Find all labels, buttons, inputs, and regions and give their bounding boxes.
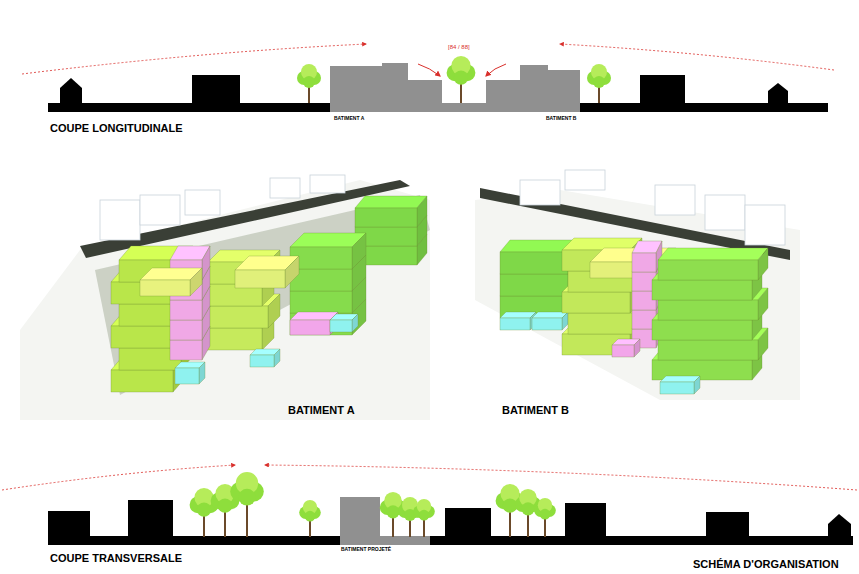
existing-building <box>270 178 300 198</box>
existing-building <box>565 170 605 190</box>
slab-front <box>500 274 568 296</box>
building-title: BATIMENT A <box>288 404 355 416</box>
slab-front <box>660 382 694 394</box>
tree-crown <box>419 510 430 521</box>
slab-front <box>612 345 634 357</box>
slab-top <box>500 312 536 318</box>
slab-front <box>290 247 352 269</box>
longitudinal-section <box>22 44 834 112</box>
existing-building <box>705 195 745 230</box>
existing-building <box>185 190 220 215</box>
slab-front <box>562 292 630 313</box>
transversal-section <box>2 465 857 545</box>
slab-side <box>190 268 202 296</box>
slab-front <box>290 320 330 335</box>
existing-building <box>310 175 345 193</box>
slab-front <box>170 320 202 340</box>
slab-front <box>330 320 352 332</box>
tree-crown <box>197 502 211 516</box>
tree-crown <box>386 505 399 518</box>
slab-front <box>290 269 352 291</box>
slab-front <box>208 306 268 328</box>
slab-front <box>532 318 562 330</box>
slab-top <box>658 248 768 260</box>
slab-front <box>652 320 752 340</box>
slab-side <box>285 256 299 288</box>
existing-building <box>100 200 140 240</box>
slab-front <box>658 300 758 320</box>
slab-side <box>268 294 280 328</box>
slab-front <box>568 313 636 334</box>
existing-building <box>140 195 180 225</box>
slab-front <box>500 252 568 274</box>
slab-front <box>652 280 752 300</box>
slab-front <box>111 370 173 392</box>
callout-number: [84 / 88] <box>448 44 470 51</box>
slab-side <box>352 233 366 269</box>
slab-front <box>170 300 202 320</box>
section-title: COUPE TRANSVERSALE <box>50 552 182 564</box>
tree-crown <box>521 502 534 515</box>
slab-front <box>658 340 758 360</box>
existing-building <box>520 180 560 205</box>
tree-crown <box>540 509 551 520</box>
building-b-massing <box>475 170 800 400</box>
building-tag: BATIMENT A <box>334 116 364 122</box>
slab-front <box>235 270 285 288</box>
slab-front <box>140 280 190 296</box>
slab-front <box>290 291 352 313</box>
building-title: BATIMENT B <box>502 404 569 416</box>
existing-building <box>655 185 695 215</box>
slab-front <box>111 326 173 348</box>
slab-side <box>562 312 568 330</box>
site-grass <box>95 195 430 395</box>
slab-side <box>274 349 280 367</box>
slab-top <box>290 312 338 320</box>
slab-front <box>500 318 530 330</box>
slab-side <box>417 196 427 227</box>
slab-side <box>352 314 358 332</box>
tree-crown <box>454 70 468 84</box>
tree-crown <box>593 76 605 88</box>
slab-front <box>658 260 758 280</box>
slab-front <box>170 340 202 360</box>
slab-top <box>355 196 427 208</box>
slab-front <box>355 208 417 227</box>
slab-side <box>758 248 768 280</box>
tree-crown <box>218 498 232 512</box>
existing-building <box>745 205 785 245</box>
slab-top <box>660 376 700 382</box>
sheet-title: SCHÉMA D'ORGANISATION <box>693 558 839 570</box>
slab-front <box>202 328 262 350</box>
building-a-massing <box>20 175 430 420</box>
tree-crown <box>305 511 316 522</box>
slab-front <box>250 355 274 367</box>
tree-crown <box>239 489 256 506</box>
slab-side <box>694 376 700 394</box>
slab-front <box>175 368 199 384</box>
section-title: COUPE LONGITUDINALE <box>50 122 183 134</box>
slab-side <box>758 288 768 320</box>
slab-side <box>758 328 768 360</box>
tree-crown <box>303 76 315 88</box>
slab-side <box>199 362 205 384</box>
building-tag: BATIMENT B <box>546 116 576 122</box>
slab-side <box>634 339 640 357</box>
slab-front <box>632 253 656 272</box>
slab-side <box>202 246 210 280</box>
site-ground <box>20 180 430 420</box>
building-tag: BATIMENT PROJETÉ <box>341 547 391 553</box>
